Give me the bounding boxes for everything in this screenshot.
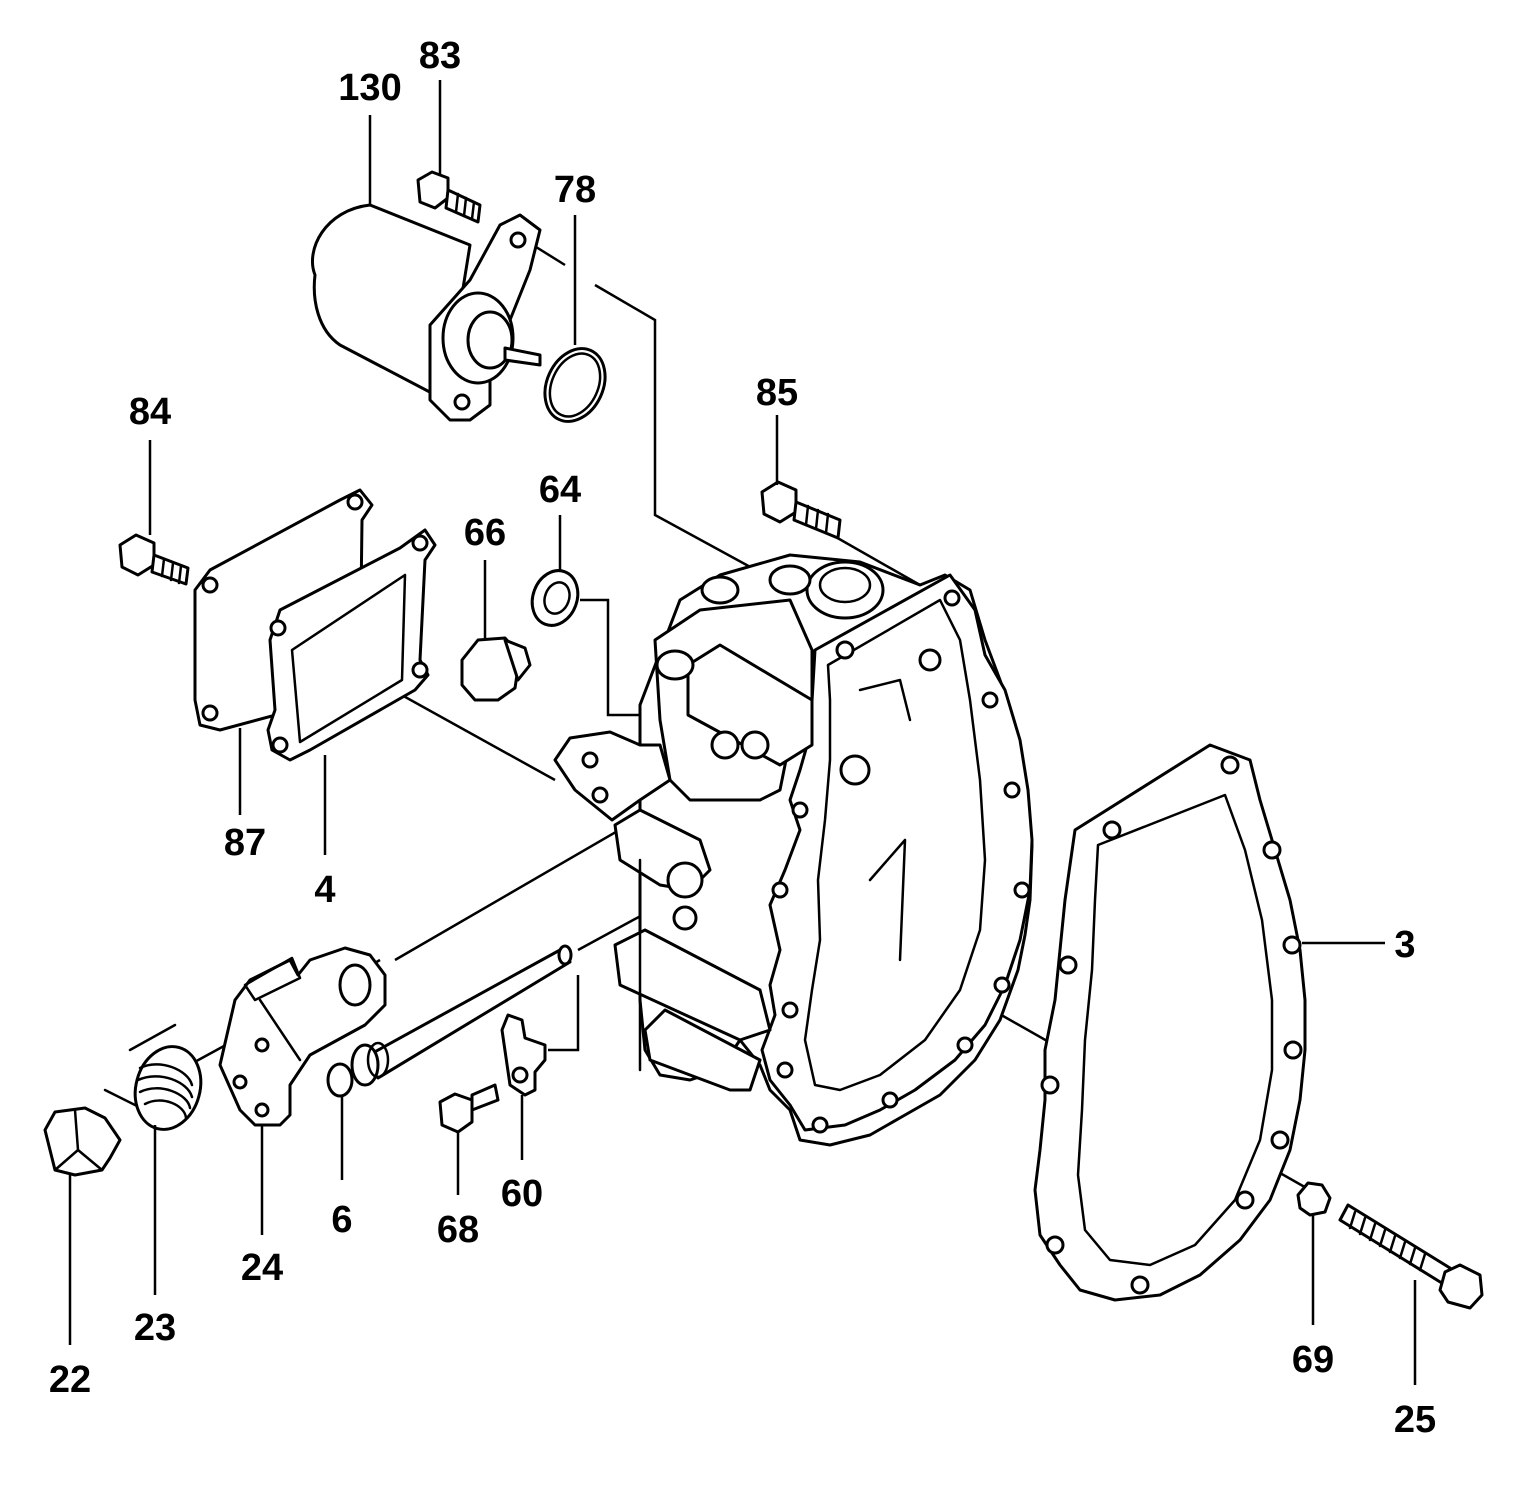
- part-66-plug-bolt: [460, 636, 532, 702]
- callout-24: 24: [241, 1247, 283, 1289]
- part-23-torsion-spring: [103, 1023, 203, 1131]
- part-4-gasket: [266, 528, 437, 762]
- callouts: 130 83 78 84 85 66 64 87 4 3 22 23 24 6 …: [49, 35, 1436, 1441]
- part-64-washer: [530, 569, 580, 627]
- part-68-bolt: [438, 1083, 500, 1134]
- callout-130: 130: [338, 67, 401, 109]
- callout-85: 85: [756, 372, 798, 414]
- callout-23: 23: [134, 1307, 176, 1349]
- callout-4: 4: [314, 869, 335, 911]
- callout-69: 69: [1292, 1339, 1334, 1381]
- callout-83: 83: [419, 35, 461, 77]
- callout-3: 3: [1394, 924, 1415, 966]
- callout-66: 66: [464, 512, 506, 554]
- part-130-solenoid: [310, 203, 542, 422]
- callout-64: 64: [539, 469, 581, 511]
- shaft: [350, 944, 573, 1087]
- part-3-gasket: [1033, 743, 1307, 1302]
- callout-25: 25: [1394, 1399, 1436, 1441]
- gear-case-housing: [553, 553, 1034, 1147]
- part-85-bolt: [760, 480, 842, 540]
- callout-84: 84: [129, 391, 171, 433]
- part-25-bolt: [1338, 1203, 1484, 1310]
- callout-22: 22: [49, 1359, 91, 1401]
- callout-78: 78: [554, 169, 596, 211]
- part-22-plug: [43, 1106, 122, 1177]
- callout-leaders: [68, 80, 1417, 1385]
- part-6-o-ring: [326, 1062, 354, 1098]
- callout-60: 60: [501, 1173, 543, 1215]
- part-83-bolt: [416, 170, 482, 224]
- callout-6: 6: [331, 1199, 352, 1241]
- callout-87: 87: [224, 822, 266, 864]
- part-60-plate: [500, 1013, 547, 1097]
- part-78-o-ring: [543, 347, 607, 423]
- part-24-lever: [218, 946, 387, 1127]
- part-84-bolt: [118, 533, 190, 586]
- part-69-nut: [1296, 1181, 1332, 1217]
- callout-68: 68: [437, 1209, 479, 1251]
